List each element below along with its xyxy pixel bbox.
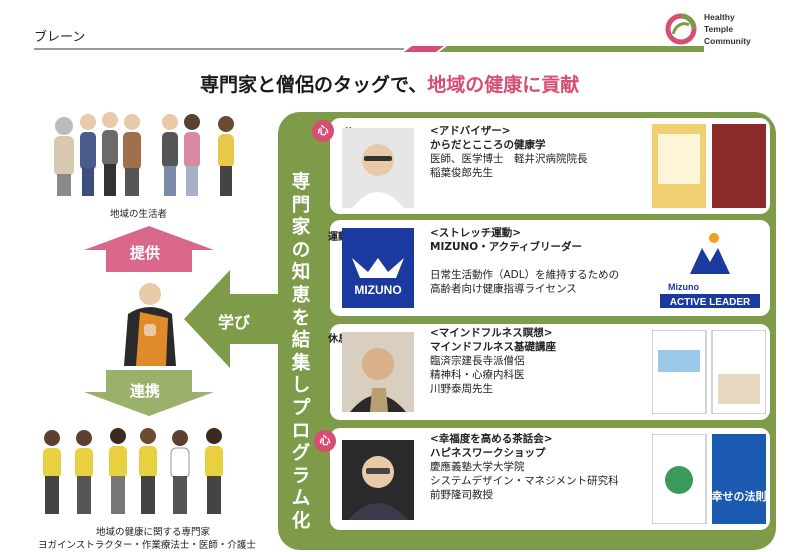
heart-tag-2: 心 bbox=[314, 430, 336, 452]
experts-illustration bbox=[43, 428, 223, 514]
logo-word-2: Temple bbox=[704, 24, 734, 34]
stretch-line-1: <ストレッチ運動> bbox=[430, 227, 522, 239]
card-mindfulness: 休息 <マインドフルネス瞑想> マインドフルネス基礎講座 臨済宗建長寺派僧侶 精… bbox=[328, 324, 770, 420]
mizuno-logo-text: MIZUNO bbox=[354, 283, 401, 297]
stretch-line-4: 日常生活動作（ADL）を維持するための bbox=[430, 269, 620, 281]
mindfulness-books bbox=[652, 330, 766, 414]
cooperate-label: 連携 bbox=[130, 382, 161, 400]
headline-prefix: 専門家と僧侶のタッグで、 bbox=[200, 74, 428, 96]
heart-tag: 心 bbox=[312, 120, 334, 142]
experts-caption-2: ヨガインストラクター・作業療法士・医師・介護士 bbox=[38, 540, 256, 551]
monk-illustration bbox=[124, 283, 176, 366]
vertical-program-text: 専門家の知恵を結集しプログラム化 bbox=[291, 172, 311, 532]
stretch-line-5: 高齢者向け健康指導ライセンス bbox=[430, 283, 577, 295]
active-leader-badge: Mizuno ACTIVE LEADER bbox=[656, 224, 764, 312]
learn-arrow bbox=[184, 270, 294, 368]
card-stretch: 運動 MIZUNO <ストレッチ運動> MIZUNO・アクティブリーダー 日常生… bbox=[328, 220, 770, 316]
card-advisor: 心 体 <アドバイザー> からだとこころの健康学 医師、医学博士 軽井沢病院院長… bbox=[312, 118, 770, 214]
rest-tag: 休息 bbox=[328, 334, 348, 345]
badge-bottom-text: ACTIVE LEADER bbox=[670, 297, 751, 308]
mindfulness-line-3: 臨済宗建長寺派僧侶 bbox=[430, 355, 525, 367]
advisor-line-3: 医師、医学博士 軽井沢病院院長 bbox=[430, 153, 588, 165]
residents-illustration bbox=[54, 112, 234, 196]
badge-top-text: Mizuno bbox=[668, 282, 699, 292]
advisor-line-4: 稲葉俊郎先生 bbox=[430, 167, 493, 179]
book-title-text: 幸せの法則 bbox=[712, 489, 767, 503]
mindfulness-line-2: マインドフルネス基礎講座 bbox=[430, 341, 556, 353]
exercise-tag: 運動 bbox=[328, 232, 348, 243]
logo-word-1: Healthy bbox=[704, 12, 735, 22]
mindfulness-line-5: 川野泰周先生 bbox=[430, 383, 493, 395]
headline-highlight: 地域の健康に貢献 bbox=[427, 74, 580, 96]
advisor-books bbox=[652, 124, 766, 208]
residents-caption: 地域の生活者 bbox=[110, 209, 168, 220]
advisor-photo bbox=[342, 128, 414, 208]
slide-title: ブレーン bbox=[34, 30, 86, 45]
happiness-line-4: システムデザイン・マネジメント研究科 bbox=[430, 475, 619, 487]
cooperate-arrow bbox=[84, 370, 214, 416]
provide-arrow bbox=[84, 226, 214, 272]
provide-label: 提供 bbox=[130, 244, 161, 262]
page-headline: 専門家と僧侶のタッグで、地域の健康に貢献 bbox=[200, 70, 579, 97]
logo-ring-icon bbox=[665, 13, 697, 45]
mindfulness-line-1: <マインドフルネス瞑想> bbox=[430, 327, 553, 339]
experts-caption-1: 地域の健康に関する専門家 bbox=[96, 527, 211, 538]
monk-photo bbox=[342, 332, 414, 412]
mindfulness-line-4: 精神科・心療内科医 bbox=[430, 369, 525, 381]
happiness-line-3: 慶應義塾大学大学院 bbox=[430, 461, 525, 473]
advisor-line-2: からだとこころの健康学 bbox=[430, 139, 546, 151]
healthy-temple-logo: Healthy Temple Community bbox=[664, 10, 794, 50]
professor-photo bbox=[342, 440, 414, 520]
learn-label: 学び bbox=[218, 313, 251, 332]
stretch-line-2: MIZUNO・アクティブリーダー bbox=[430, 241, 583, 253]
advisor-line-1: <アドバイザー> bbox=[430, 125, 511, 137]
happiness-line-5: 前野隆司教授 bbox=[430, 489, 493, 501]
happiness-books: 幸せの法則 bbox=[652, 434, 766, 524]
happiness-line-1: <幸福度を高める茶話会> bbox=[430, 433, 553, 445]
happiness-line-2: ハピネスワークショップ bbox=[430, 447, 546, 459]
logo-word-3: Community bbox=[704, 36, 751, 46]
header-divider bbox=[34, 46, 704, 52]
mizuno-logo: MIZUNO bbox=[342, 228, 414, 308]
card-happiness: 心 <幸福度を高める茶話会> ハピネスワークショップ 慶應義塾大学大学院 システ… bbox=[314, 428, 770, 530]
